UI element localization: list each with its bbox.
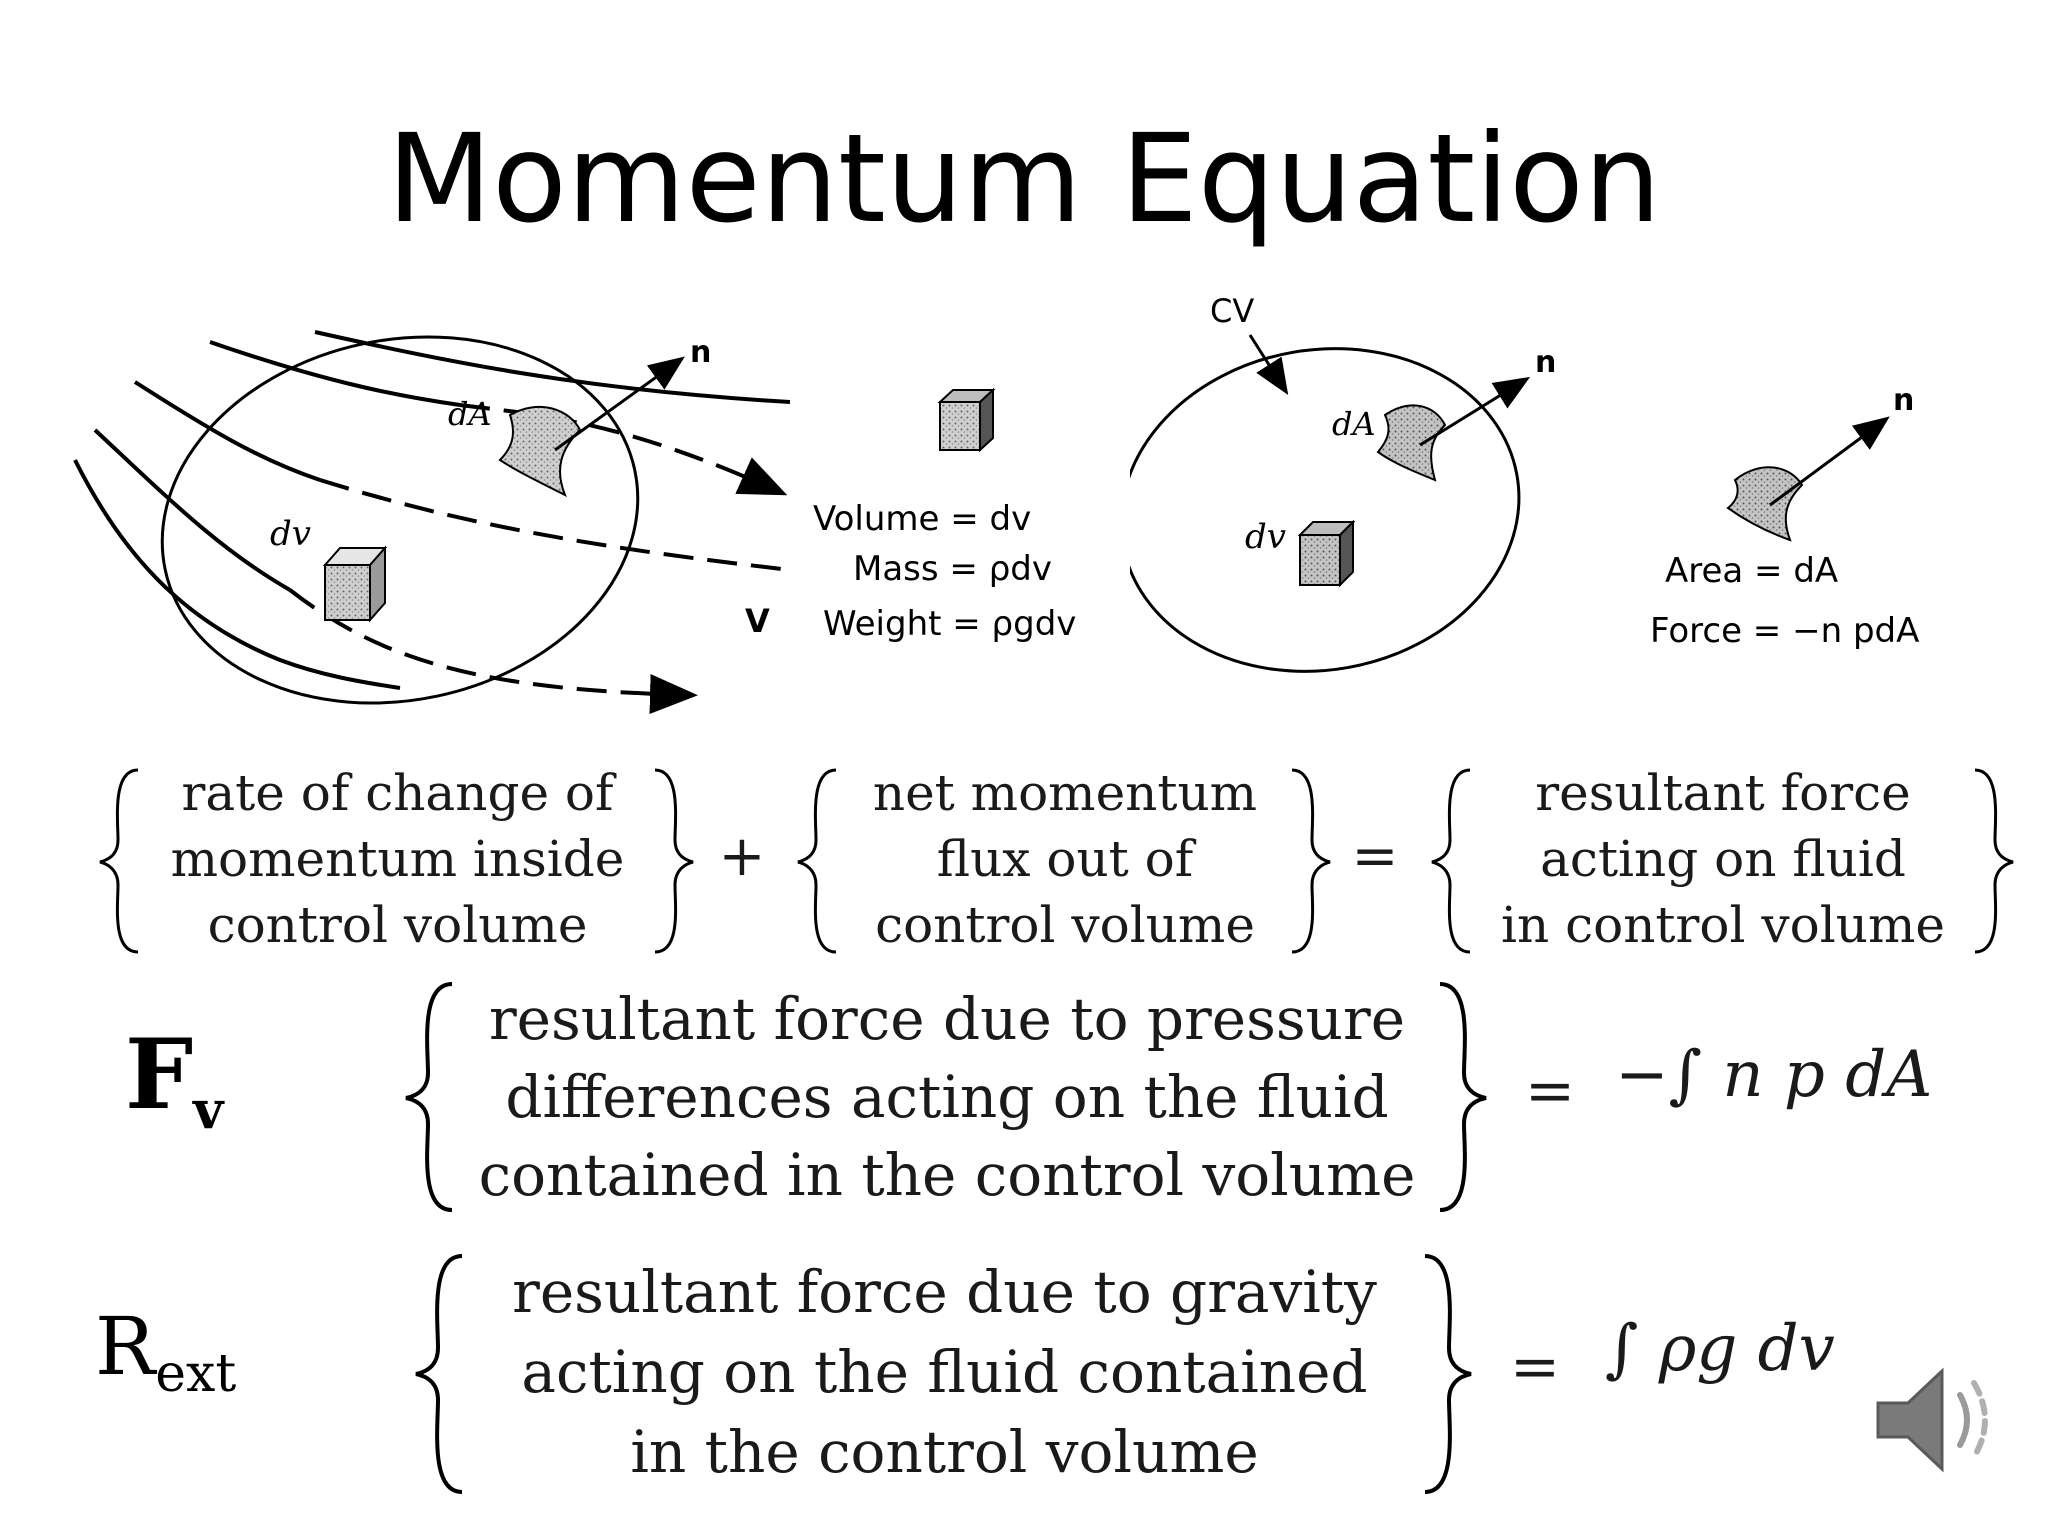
text-line: acting on the fluid contained [521,1338,1368,1406]
right-brace [1424,1254,1472,1494]
weight-text: Weight = ρgdv [823,604,1076,644]
text-line: control volume [875,896,1255,954]
volume-label: dv [1245,517,1286,557]
gravity-force-symbol: Rext [95,1300,237,1404]
text-line: resultant force due to pressure [488,985,1406,1053]
cv-label: CV [1210,292,1254,330]
text-line: in the control volume [630,1418,1259,1486]
text-line: contained in the control volume [478,1141,1416,1209]
mass-text: Mass = ρdv [853,549,1052,589]
streamline [73,459,401,690]
plus-sign: + [718,824,766,889]
text-line: control volume [207,896,588,954]
control-volume-ellipse [1130,347,1521,673]
force-text: Force = −n pdA [1650,611,1919,651]
text-line: momentum inside [170,830,625,888]
right-brace [1974,768,2014,954]
volume-element [1297,519,1356,588]
normal-label: n [1535,345,1556,380]
streamline [459,403,788,496]
equals-sign: = [1524,1056,1576,1126]
speaker-icon[interactable] [1870,1355,2010,1485]
area-element-detail [1726,466,1804,542]
text-line: rate of change of [181,764,614,822]
streamline [314,330,791,404]
gravity-force-text: resultant force due to gravity acting on… [472,1252,1417,1492]
left-brace [99,768,139,954]
streamline [319,478,791,572]
normal-label: n [690,335,711,370]
area-element [1376,404,1447,482]
right-brace [654,768,694,954]
pressure-force-equation: Fv resultant force due to pressure diffe… [0,978,2048,1218]
area-label: dA [448,395,492,433]
term-resultant-force: resultant force acting on fluid in contr… [1478,760,1968,958]
text-line: resultant force due to gravity [512,1258,1377,1326]
streamline [133,380,321,482]
right-brace [1439,982,1487,1212]
text-line: acting on fluid [1540,830,1906,888]
area-text: Area = dA [1665,551,1838,591]
area-label: dA [1332,405,1376,443]
volume-text: Volume = dv [813,499,1031,539]
equals-sign: = [1351,824,1399,889]
normal-vector-detail [1769,416,1890,507]
left-brace [797,768,837,954]
normal-vector [1419,376,1531,447]
streamline [93,428,291,592]
text-line: net momentum [872,764,1258,822]
right-brace [1291,768,1331,954]
slide-title: Momentum Equation [386,108,1662,250]
left-brace [405,982,453,1212]
left-brace [415,1254,463,1494]
normal-vector [554,356,685,452]
equals-sign: = [1509,1332,1561,1402]
pressure-force-symbol: Fv [125,1018,224,1142]
area-element [498,405,582,498]
normal-label-detail: n [1893,383,1914,418]
pressure-integral: −∫ n p dA [1615,1038,1933,1112]
cv-pointer [1248,334,1289,396]
left-brace [1431,768,1471,954]
volume-label: dv [270,514,311,554]
gravity-force-equation: Rext resultant force due to gravity acti… [0,1250,2048,1500]
text-line: flux out of [936,830,1194,888]
control-volume-figure: n dA dv V Volume = dv Mass = ρdv Weight … [73,330,1076,715]
momentum-balance-equation: rate of change of momentum inside contro… [0,760,2048,960]
text-line: in control volume [1501,896,1945,954]
term-rate-of-change: rate of change of momentum inside contro… [150,760,645,958]
surface-force-figure: CV n dA dv n Area = dA Force = −n pdA [1130,292,1919,673]
volume-element-detail [937,387,996,453]
volume-element [322,545,388,623]
velocity-label: V [745,602,770,640]
term-momentum-flux: net momentum flux out of control volume [845,760,1285,958]
pressure-force-text: resultant force due to pressure differen… [462,980,1432,1214]
text-line: differences acting on the fluid [505,1063,1389,1131]
streamline [209,340,461,407]
gravity-integral: ∫ ρg dv [1605,1312,1835,1386]
text-line: resultant force [1535,764,1911,822]
